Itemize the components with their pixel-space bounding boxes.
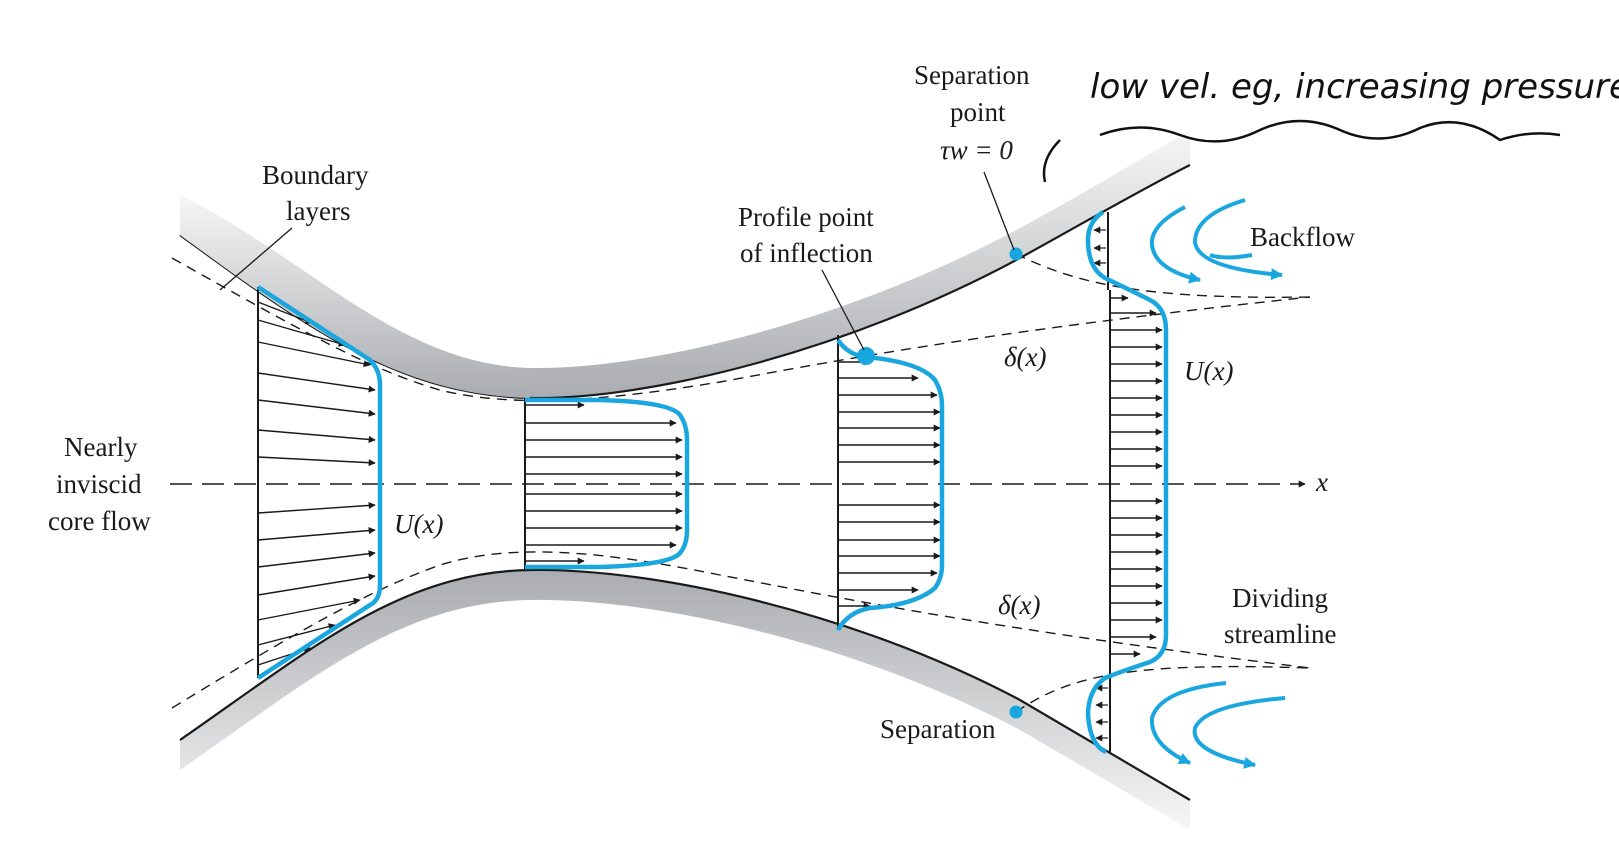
- lower-wall-edge: [179, 568, 1191, 801]
- station-2-profile: [525, 397, 690, 570]
- handwritten-note: low vel. eg, increasing pressure: [1090, 67, 1619, 107]
- boundary-layers-label-1: Boundary: [262, 160, 369, 190]
- station-3-profile: [836, 338, 945, 632]
- delta-lower-label: δ(x): [998, 590, 1041, 620]
- handwritten-underline: [1042, 119, 1561, 183]
- core-flow-label-1: Nearly: [64, 432, 138, 462]
- station-4-profile: [1085, 210, 1169, 755]
- station-4-backflow-arrows-lower: [1095, 684, 1108, 742]
- upper-wall: [180, 130, 1190, 399]
- inflection-leader: [821, 269, 865, 351]
- bl-edge-lower: [171, 551, 1311, 709]
- backflow-label: Backflow: [1250, 222, 1355, 252]
- station-3-arrows: [838, 358, 941, 610]
- inflection-label-2: of inflection: [740, 238, 873, 268]
- station-4-arrows: [1110, 294, 1163, 658]
- station-1-profile: [256, 285, 383, 680]
- u-of-x-label-left: U(x): [394, 509, 443, 539]
- dividing-streamline-label-1: Dividing: [1232, 583, 1328, 613]
- tau-w-label: τw = 0: [940, 135, 1013, 165]
- dividing-streamline-label-2: streamline: [1224, 619, 1336, 649]
- core-flow-label-2: inviscid: [56, 469, 142, 499]
- upper-wall-shade: [180, 195, 530, 398]
- separation-point-lower-dot: [1009, 705, 1023, 719]
- inflection-label-1: Profile point: [738, 202, 874, 232]
- u-of-x-label-right: U(x): [1184, 356, 1233, 386]
- station-4-backflow-arrows-upper: [1093, 226, 1106, 267]
- inflection-point-dot: [857, 347, 875, 365]
- lower-wall: [180, 569, 1190, 830]
- boundary-layers-leader: [219, 227, 293, 291]
- separation-point-upper-dot: [1009, 247, 1023, 261]
- separation-lower-label: Separation: [880, 714, 996, 744]
- backflow-swirls: [1149, 198, 1286, 769]
- separation-point-label-1: Separation: [914, 60, 1030, 90]
- x-axis-label: x: [1315, 467, 1328, 497]
- separation-streamline-upper: [1015, 253, 1311, 298]
- separation-streamline-lower: [1015, 665, 1311, 713]
- bl-edge-upper: [171, 257, 1311, 402]
- delta-upper-label: δ(x): [1004, 342, 1047, 372]
- station-1-arrows: [257, 301, 376, 666]
- boundary-layers-label-2: layers: [286, 196, 350, 226]
- station-2-arrows: [525, 401, 683, 565]
- core-flow-label-3: core flow: [48, 506, 151, 536]
- separation-point-label-2: point: [950, 97, 1006, 127]
- separation-point-leader: [983, 171, 1015, 251]
